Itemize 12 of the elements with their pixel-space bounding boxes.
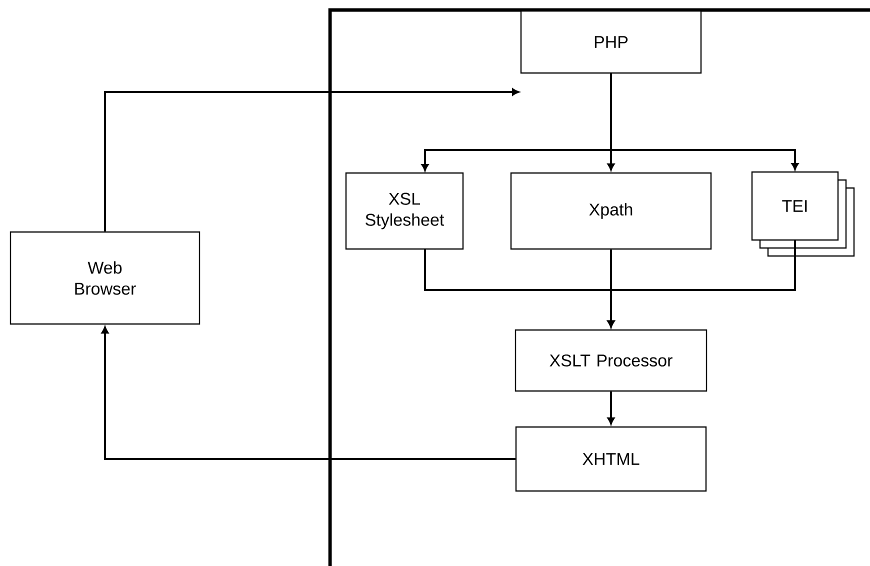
arrow bbox=[101, 326, 516, 460]
process-box: XSL Stylesheet bbox=[345, 172, 464, 250]
arrow bbox=[607, 240, 796, 328]
process-box: XHTML bbox=[515, 426, 707, 492]
process-box: Xpath bbox=[510, 172, 712, 250]
process-box: XSLT Processor bbox=[514, 329, 708, 392]
arrow bbox=[104, 88, 520, 232]
arrow bbox=[610, 74, 799, 170]
process-box: Web Browser bbox=[10, 231, 200, 325]
document-stack: TEI bbox=[751, 171, 855, 257]
process-box: PHP bbox=[520, 10, 702, 74]
arrow bbox=[607, 392, 615, 424]
